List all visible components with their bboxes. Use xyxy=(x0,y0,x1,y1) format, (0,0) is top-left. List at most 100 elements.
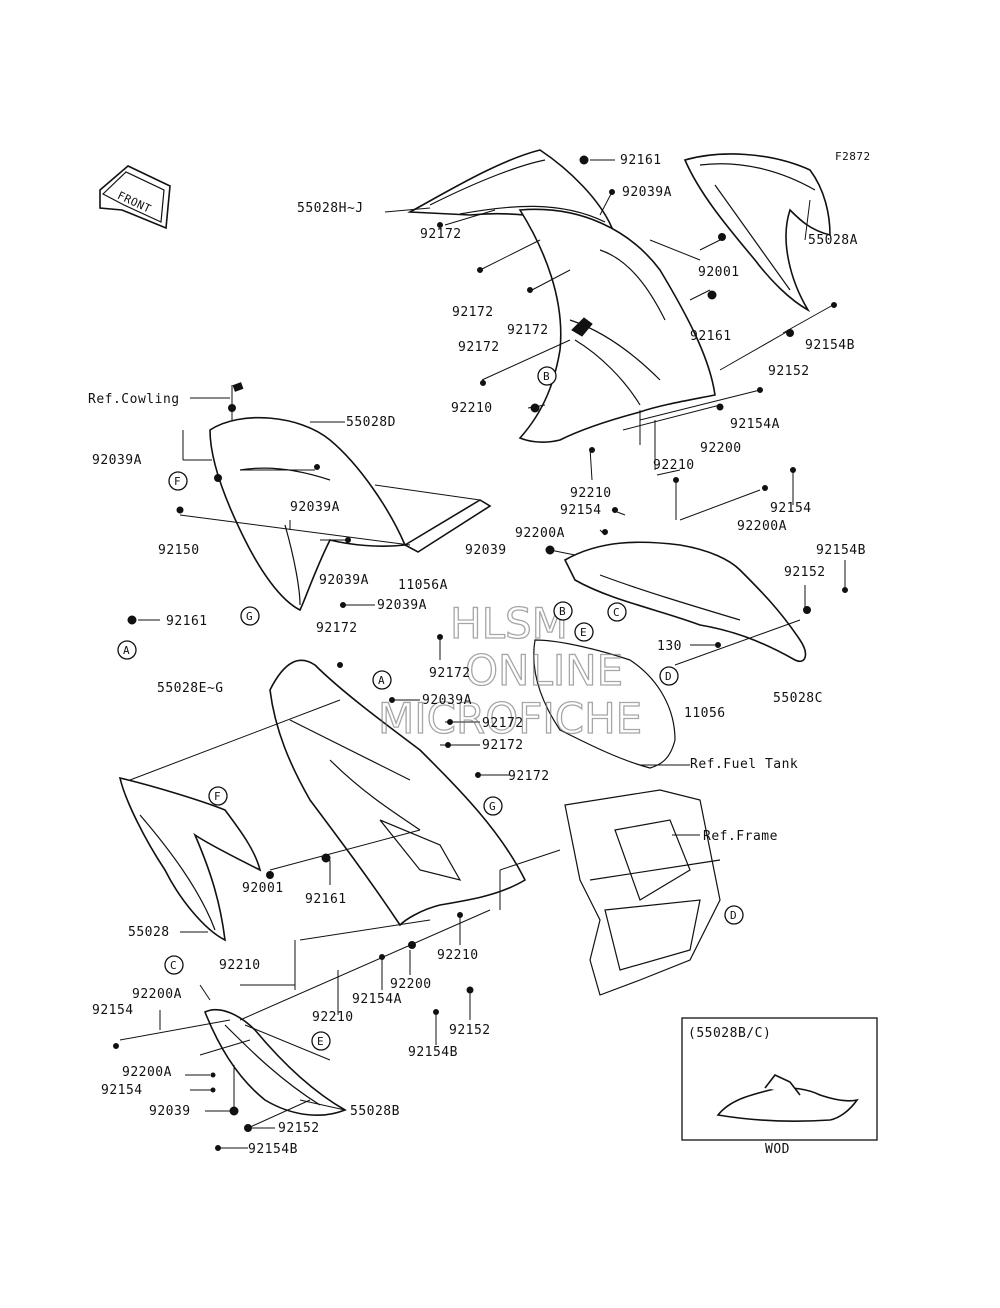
callout-a-2: A xyxy=(372,670,392,690)
callout-a-1: A xyxy=(117,640,137,660)
label-55028: 55028 xyxy=(128,925,170,940)
svg-text:C: C xyxy=(170,959,177,972)
fastener-markers xyxy=(113,155,848,1151)
callout-f-1: F xyxy=(168,471,188,491)
svg-text:G: G xyxy=(246,610,253,623)
label-ref-fuel-tank: Ref.Fuel Tank xyxy=(690,757,798,772)
label-92039-b: 92039 xyxy=(149,1104,191,1119)
svg-text:E: E xyxy=(580,626,587,639)
label-92154-c: 92154 xyxy=(101,1083,143,1098)
diagram-code: F2872 xyxy=(835,150,871,163)
label-92172-g: 92172 xyxy=(482,716,524,731)
svg-text:ONLINE: ONLINE xyxy=(465,646,623,695)
label-92172-b: 92172 xyxy=(452,305,494,320)
svg-text:A: A xyxy=(378,674,385,687)
callout-g-1: G xyxy=(240,606,260,626)
svg-text:C: C xyxy=(613,606,620,619)
label-92161-l: 92161 xyxy=(166,614,208,629)
label-92154-b: 92154 xyxy=(92,1003,134,1018)
inset-title: (55028B/C) xyxy=(688,1026,771,1041)
callout-d-1: D xyxy=(659,666,679,686)
label-55028hj: 55028H~J xyxy=(297,201,364,216)
label-11056: 11056 xyxy=(684,706,726,721)
inset-caption: WOD xyxy=(765,1142,790,1157)
label-92200a-r: 92200A xyxy=(737,519,787,534)
fuel-tank-reference xyxy=(533,639,676,769)
callout-markers: B F G A B C E D A F G D C E xyxy=(117,366,744,1051)
label-92154a-b: 92154A xyxy=(352,992,402,1007)
callout-e-1: E xyxy=(574,622,594,642)
label-92210-a: 92210 xyxy=(451,401,493,416)
label-92039a-p: 92039A xyxy=(422,693,472,708)
stay-11056a xyxy=(403,499,492,553)
svg-text:A: A xyxy=(123,644,130,657)
label-92210-c: 92210 xyxy=(570,486,612,501)
belly-pan-55028b xyxy=(203,1008,347,1116)
label-55028a: 55028A xyxy=(808,233,858,248)
label-92001-b: 92001 xyxy=(242,881,284,896)
label-92039a-o: 92039A xyxy=(377,598,427,613)
callout-b-1: B xyxy=(537,366,557,386)
callout-g-2: G xyxy=(483,796,503,816)
svg-text:F: F xyxy=(214,790,221,803)
upper-cowling-main xyxy=(518,208,716,443)
label-92154b-c: 92154B xyxy=(248,1142,298,1157)
label-92210-d: 92210 xyxy=(437,948,479,963)
callout-c-1: C xyxy=(607,602,627,622)
callout-b-2: B xyxy=(553,601,573,621)
label-92200-b: 92200 xyxy=(390,977,432,992)
label-55028c: 55028C xyxy=(773,691,823,706)
label-92154a-top: 92154A xyxy=(730,417,780,432)
label-92161-top: 92161 xyxy=(620,153,662,168)
label-92210-f: 92210 xyxy=(312,1010,354,1025)
label-92154b-b: 92154B xyxy=(408,1045,458,1060)
label-92172-e: 92172 xyxy=(316,621,358,636)
label-92039a-l: 92039A xyxy=(92,453,142,468)
label-92039a-top: 92039A xyxy=(622,185,672,200)
label-55028eg: 55028E~G xyxy=(157,681,224,696)
label-55028d: 55028D xyxy=(346,415,396,430)
label-92039a-m: 92039A xyxy=(290,500,340,515)
svg-text:G: G xyxy=(489,800,496,813)
svg-text:HLSM: HLSM xyxy=(450,599,568,648)
label-92152-b: 92152 xyxy=(449,1023,491,1038)
label-92210-b: 92210 xyxy=(653,458,695,473)
inset-box-55028bc xyxy=(681,1017,878,1141)
callout-c-2: C xyxy=(164,955,184,975)
label-92172-d: 92172 xyxy=(458,340,500,355)
label-92200a-b: 92200A xyxy=(132,987,182,1002)
svg-text:D: D xyxy=(730,909,737,922)
label-92039a-n: 92039A xyxy=(319,573,369,588)
leader-lines xyxy=(119,159,846,1149)
svg-text:E: E xyxy=(317,1035,324,1048)
svg-text:B: B xyxy=(543,370,550,383)
label-ref-cowling: Ref.Cowling xyxy=(88,392,180,407)
label-92152-top: 92152 xyxy=(768,364,810,379)
label-92200a-c: 92200A xyxy=(122,1065,172,1080)
callout-e-2: E xyxy=(311,1031,331,1051)
side-panel-55028 xyxy=(118,776,262,942)
watermark: HLSM ONLINE MICROFICHE xyxy=(377,598,642,743)
part-labels: F2872 FRONT 55028H~J 92161 92039A 55028A… xyxy=(88,150,871,1157)
front-arrow-icon xyxy=(99,165,171,230)
label-92172-c: 92172 xyxy=(507,323,549,338)
label-92152-c: 92152 xyxy=(278,1121,320,1136)
lower-cowl-55028c xyxy=(563,541,807,662)
label-92154b-r: 92154B xyxy=(816,543,866,558)
label-92154b-top: 92154B xyxy=(805,338,855,353)
label-92161-r: 92161 xyxy=(690,329,732,344)
label-92200a-m: 92200A xyxy=(515,526,565,541)
label-92154-r: 92154 xyxy=(770,501,812,516)
side-cowl-55028eg xyxy=(269,659,527,927)
label-92161-b: 92161 xyxy=(305,892,347,907)
frame-reference xyxy=(564,789,721,996)
callout-d-2: D xyxy=(724,905,744,925)
side-panel-55028a xyxy=(683,153,831,313)
label-92150: 92150 xyxy=(158,543,200,558)
svg-text:F: F xyxy=(174,475,181,488)
label-92172-a: 92172 xyxy=(420,227,462,242)
label-ref-frame: Ref.Frame xyxy=(703,829,778,844)
svg-text:D: D xyxy=(665,670,672,683)
svg-text:MICROFICHE: MICROFICHE xyxy=(378,694,642,743)
